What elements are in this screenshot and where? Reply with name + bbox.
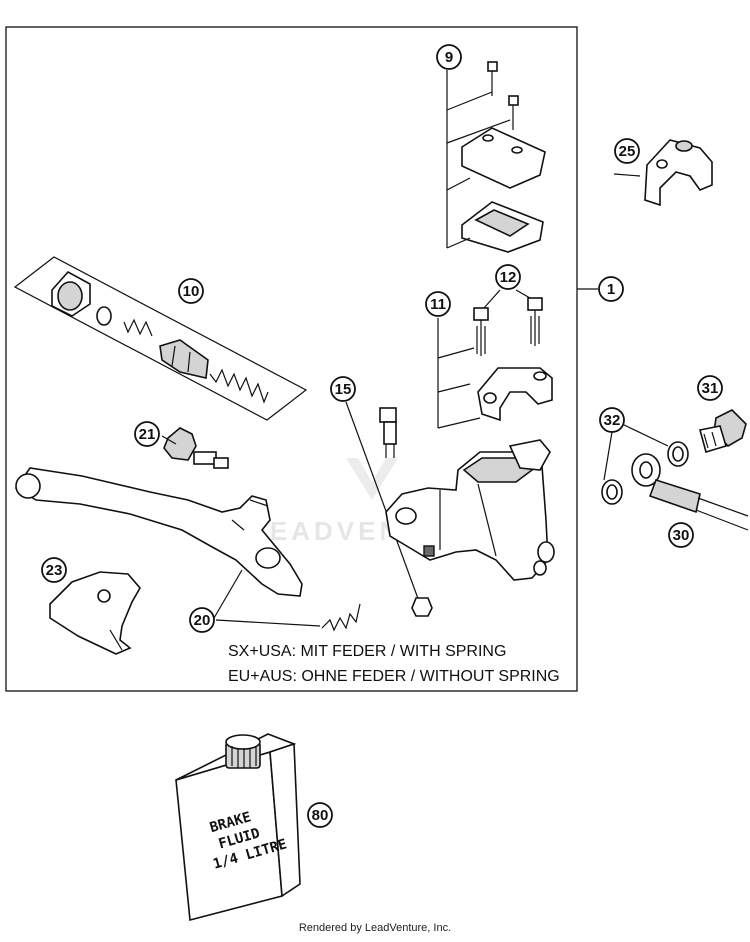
svg-text:20: 20 <box>194 612 211 629</box>
lever-cover <box>49 571 141 655</box>
callout-10: 10 <box>178 278 204 304</box>
callout-15: 15 <box>330 376 356 402</box>
callout-9: 9 <box>436 44 462 70</box>
svg-text:12: 12 <box>500 269 517 286</box>
callout-20: 20 <box>189 607 215 633</box>
svg-text:23: 23 <box>46 562 63 579</box>
callout-25: 25 <box>614 138 640 164</box>
render-credit: Rendered by LeadVenture, Inc. <box>298 922 452 934</box>
reservoir-cover-kit <box>446 61 546 253</box>
svg-text:1: 1 <box>607 281 615 298</box>
note-with-spring: SX+USA: MIT FEDER / WITH SPRING <box>228 643 506 660</box>
svg-text:25: 25 <box>619 143 636 160</box>
master-cylinder-body <box>385 439 555 581</box>
piston-kit <box>13 256 308 421</box>
callout-80: 80 <box>307 802 333 828</box>
handlebar-clamp-center <box>437 289 553 429</box>
callout-31: 31 <box>697 375 723 401</box>
svg-text:9: 9 <box>445 49 453 66</box>
callout-1: 1 <box>598 276 624 302</box>
callout-23: 23 <box>41 557 67 583</box>
handlebar-clamp-right <box>644 139 713 207</box>
brake-fluid-bottle: BRAKE FLUID 1/4 LITRE <box>175 733 301 922</box>
hand-lever <box>14 467 361 632</box>
svg-text:31: 31 <box>702 380 719 397</box>
callout-12: 12 <box>495 264 521 290</box>
brake-hose-parts <box>601 409 749 531</box>
callout-11: 11 <box>425 291 451 317</box>
svg-text:10: 10 <box>183 283 200 300</box>
callout-32: 32 <box>599 407 625 433</box>
svg-text:80: 80 <box>312 807 329 824</box>
pivot-bolt <box>345 401 433 617</box>
callout-30: 30 <box>668 522 694 548</box>
assembly-frame <box>5 26 578 692</box>
lever-adjuster <box>161 427 229 469</box>
callout-21: 21 <box>134 421 160 447</box>
svg-text:30: 30 <box>673 527 690 544</box>
svg-text:21: 21 <box>139 426 156 443</box>
svg-text:15: 15 <box>335 381 352 398</box>
svg-text:11: 11 <box>430 296 446 313</box>
note-without-spring: EU+AUS: OHNE FEDER / WITHOUT SPRING <box>228 668 560 685</box>
svg-text:32: 32 <box>604 412 621 429</box>
